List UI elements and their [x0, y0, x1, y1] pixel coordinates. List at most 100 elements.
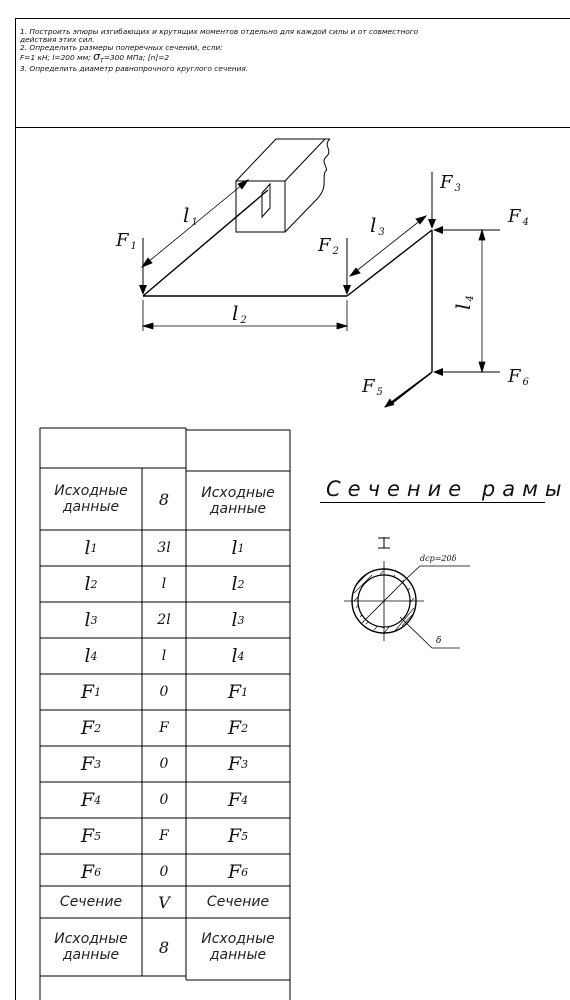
row-subscript: 1 [241, 685, 249, 699]
sigma-subscript: T [100, 57, 104, 65]
table-header-value: 8 [158, 489, 170, 509]
row-symbol: F [80, 681, 95, 703]
row-subscript: 3 [237, 613, 245, 627]
row-value: F [159, 828, 169, 844]
table-row-value: l [142, 638, 186, 674]
row-subscript: 4 [237, 649, 245, 663]
row-symbol: l [231, 609, 238, 631]
table-section-value: V [158, 892, 170, 912]
table-row-value: F [142, 710, 186, 746]
row-symbol: l [231, 645, 238, 667]
table-row-value: 3l [142, 530, 186, 566]
section-title-underline [320, 502, 545, 503]
table-section-label: Сечение [59, 894, 123, 910]
row-value: 0 [159, 792, 169, 808]
row-value: 0 [159, 864, 169, 880]
row-subscript: 4 [94, 793, 102, 807]
row-symbol: F [80, 825, 95, 847]
row-symbol: l [84, 645, 91, 667]
task-line-4: F=1 кН; l=200 мм; σT=300 МПа; [n]=2 [20, 49, 560, 66]
table-header-label-2: Исходные данные [201, 485, 275, 517]
row-value: 0 [159, 684, 169, 700]
table-section-label-2: Сечение [206, 894, 270, 910]
row-subscript: 1 [237, 541, 245, 555]
row-subscript: 5 [94, 829, 102, 843]
sigma-symbol: σ [93, 49, 101, 63]
table-header-label: Исходные данные [54, 483, 128, 515]
force-arrows [139, 172, 500, 408]
row-subscript: 2 [241, 721, 249, 735]
frame-border-top [15, 18, 570, 19]
table-row-value: 0 [142, 854, 186, 890]
given-stress-safety: =300 МПа; [n]=2 [103, 52, 170, 62]
row-subscript: 1 [90, 541, 98, 555]
row-subscript: 3 [241, 757, 249, 771]
table-row-value: F [142, 818, 186, 854]
row-symbol: F [227, 717, 242, 739]
task-line-1: 1. Построить эпюры изгибающих и крутящих… [20, 27, 419, 36]
task-line-5: 3. Определить диаметр равнопрочного круг… [20, 64, 249, 74]
frame-members [142, 189, 433, 406]
data-table-grid [39, 427, 291, 1000]
table-row-value: 0 [142, 674, 186, 710]
row-symbol: l [231, 537, 238, 559]
row-subscript: 4 [90, 649, 98, 663]
row-value: 0 [159, 756, 169, 772]
row-symbol: F [227, 825, 242, 847]
dimension-l1 [140, 179, 250, 268]
given-load-length: F=1 кН; l=200 мм; [20, 52, 91, 62]
dimension-l2 [141, 300, 349, 331]
row-subscript: 3 [94, 757, 102, 771]
row-value: l [161, 648, 167, 664]
section-title: Сечение рамы [326, 477, 569, 501]
frame-divider [15, 127, 570, 128]
table-row-value: l [142, 566, 186, 602]
row-symbol: F [227, 861, 242, 883]
table-footer-value: 8 [158, 937, 170, 957]
row-symbol: l [231, 573, 238, 595]
task-line-3: 2. Определить размеры поперечных сечений… [20, 43, 223, 53]
table-row-value: 0 [142, 782, 186, 818]
table-row-value: 2l [142, 602, 186, 638]
task-statement: 1. Построить эпюры изгибающих и крутящих… [20, 27, 560, 74]
row-symbol: F [80, 717, 95, 739]
section-thickness-label: δ [436, 636, 441, 646]
label-l4: l4 [451, 295, 476, 310]
dimension-l3 [348, 215, 428, 277]
row-symbol: F [80, 789, 95, 811]
row-subscript: 5 [241, 829, 249, 843]
row-symbol: F [227, 789, 242, 811]
row-symbol: l [84, 537, 91, 559]
row-symbol: F [227, 753, 242, 775]
row-value: l [161, 576, 167, 592]
row-subscript: 2 [90, 577, 98, 591]
table-footer-label-2: Исходные данные [201, 931, 275, 963]
row-symbol: F [80, 753, 95, 775]
